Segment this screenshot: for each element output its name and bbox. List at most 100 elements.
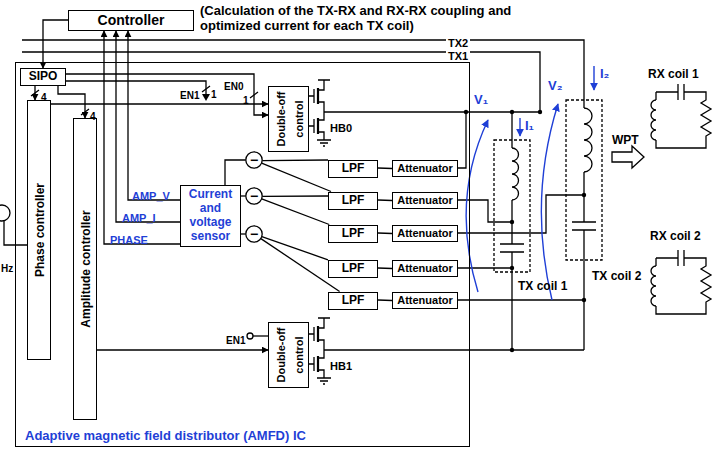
- signal-connector: [262, 237, 328, 260]
- signal-connector: [378, 299, 392, 301]
- net-label: TX2: [446, 33, 470, 51]
- hb1-output-wire: [324, 349, 584, 350]
- circle-outline: [246, 152, 262, 168]
- frequency-label: Hz: [1, 263, 13, 274]
- junction-dot: [510, 348, 514, 352]
- attenuator-box: Attenuator: [392, 260, 458, 277]
- coil-outline: [494, 140, 530, 272]
- junction-dot: [582, 193, 586, 197]
- node-text: −: [250, 227, 258, 241]
- signal-connector: [58, 86, 85, 118]
- enable-signal: EN1: [180, 85, 199, 103]
- coil-outline: [566, 100, 602, 260]
- node-text: Double-off control: [275, 92, 305, 147]
- sipo-box: SIPO: [20, 68, 66, 86]
- signal-name: AMP_V: [132, 190, 170, 202]
- measurement-arrows: [466, 66, 594, 300]
- wiring: [0, 40, 711, 384]
- current-label: I₁: [525, 118, 534, 133]
- node-text: Adaptive magnetic field distributor (AMF…: [23, 429, 308, 444]
- half-bridge-label: HB0: [330, 122, 352, 134]
- connector-label: PHASE: [110, 230, 148, 248]
- signal-name: AMP_I: [122, 212, 156, 224]
- signal-connector: [34, 86, 35, 100]
- voltage-arrow: [541, 104, 558, 300]
- net-label: TX1: [446, 46, 470, 64]
- clock-source: [0, 205, 10, 221]
- current-arrow: [519, 118, 520, 136]
- node-text: Attenuator: [397, 227, 453, 240]
- arrowhead: [202, 94, 210, 101]
- coil-label: TX coil 1: [518, 276, 567, 294]
- node-text: Current and voltage sensor: [184, 188, 237, 243]
- wpt-label: WPT: [612, 130, 639, 148]
- attenuator-box: Attenuator: [392, 225, 458, 242]
- node-text: Amplitude controller: [79, 210, 93, 327]
- node-text: SIPO: [29, 70, 58, 84]
- signal-name: 4: [90, 111, 96, 122]
- capacitor-symbol: [572, 172, 596, 350]
- voltage-arrow: [466, 120, 488, 292]
- double-off-control-box: Double-off control: [268, 86, 309, 152]
- signal-connector: [51, 103, 268, 104]
- attenuator-box: Attenuator: [392, 160, 458, 177]
- signal-connector: [378, 167, 392, 169]
- half-bridge-label: HB0: [330, 118, 352, 136]
- signal-connector: [225, 160, 246, 185]
- hb0-output-wire: [324, 112, 540, 148]
- signal-connector: [97, 349, 268, 350]
- node-text: Attenuator: [397, 294, 453, 307]
- current-label: I₂: [600, 64, 609, 82]
- node-text: Attenuator: [397, 194, 453, 207]
- subtractor-circle: −: [245, 225, 263, 243]
- signal-connector: [116, 31, 180, 222]
- voltage-label: V₁: [474, 90, 488, 108]
- signal-connector: [66, 74, 268, 115]
- node-text: LPF: [342, 194, 365, 208]
- text-wrap: Double-off control: [271, 326, 306, 384]
- node-text: −: [250, 153, 258, 167]
- transistor-channel: [317, 88, 319, 134]
- signal-connector: [262, 163, 331, 191]
- node-text: Double-off control: [275, 328, 305, 383]
- ic-boundary: Adaptive magnetic field distributor (AMF…: [15, 62, 470, 447]
- circle-outline: [246, 188, 262, 204]
- signal-name: PHASE: [110, 234, 148, 246]
- connector-label: AMP_I: [122, 208, 156, 226]
- signal-connector: [378, 232, 392, 234]
- attenuator-box: Attenuator: [392, 292, 458, 309]
- voltage-label: V₂: [548, 78, 562, 93]
- signal-connector: [262, 199, 329, 225]
- subtractor-circle: −: [245, 151, 263, 169]
- node-text: LPF: [342, 262, 365, 276]
- text-wrap: Double-off control: [271, 90, 306, 148]
- text-wrap: Amplitude controller: [76, 122, 94, 416]
- coil-label: RX coil 1: [648, 64, 699, 82]
- double-off-control-box: Double-off control: [268, 322, 309, 388]
- frequency-label: Hz: [1, 258, 13, 276]
- connector-label: 4: [90, 106, 96, 124]
- rx-coil-loop: [656, 250, 711, 314]
- signal-connector: [378, 199, 392, 201]
- inductor-symbol: [651, 100, 656, 140]
- junction-dot: [510, 266, 514, 270]
- net-label: TX2: [446, 37, 470, 49]
- node-text: LPF: [342, 227, 365, 241]
- signal-connector: [241, 233, 246, 234]
- bus-width: 1: [211, 89, 217, 100]
- signal-connector: [262, 195, 328, 197]
- node-text: Phase controller: [33, 183, 47, 277]
- enable-signal: EN1: [226, 330, 245, 348]
- junction-dot: [538, 110, 542, 114]
- junction-dot: [510, 220, 514, 224]
- enable-signal: EN1: [180, 90, 199, 101]
- enable-signal: EN1: [226, 335, 245, 346]
- voltage-label: V₂: [548, 76, 562, 94]
- signal-connector: [128, 31, 180, 200]
- coil-label: RX coil 2: [650, 226, 701, 244]
- circle-outline: [246, 226, 262, 242]
- signal-connector: [262, 159, 328, 161]
- half-bridge-label: HB1: [330, 356, 352, 374]
- clock-wire: [4, 221, 27, 245]
